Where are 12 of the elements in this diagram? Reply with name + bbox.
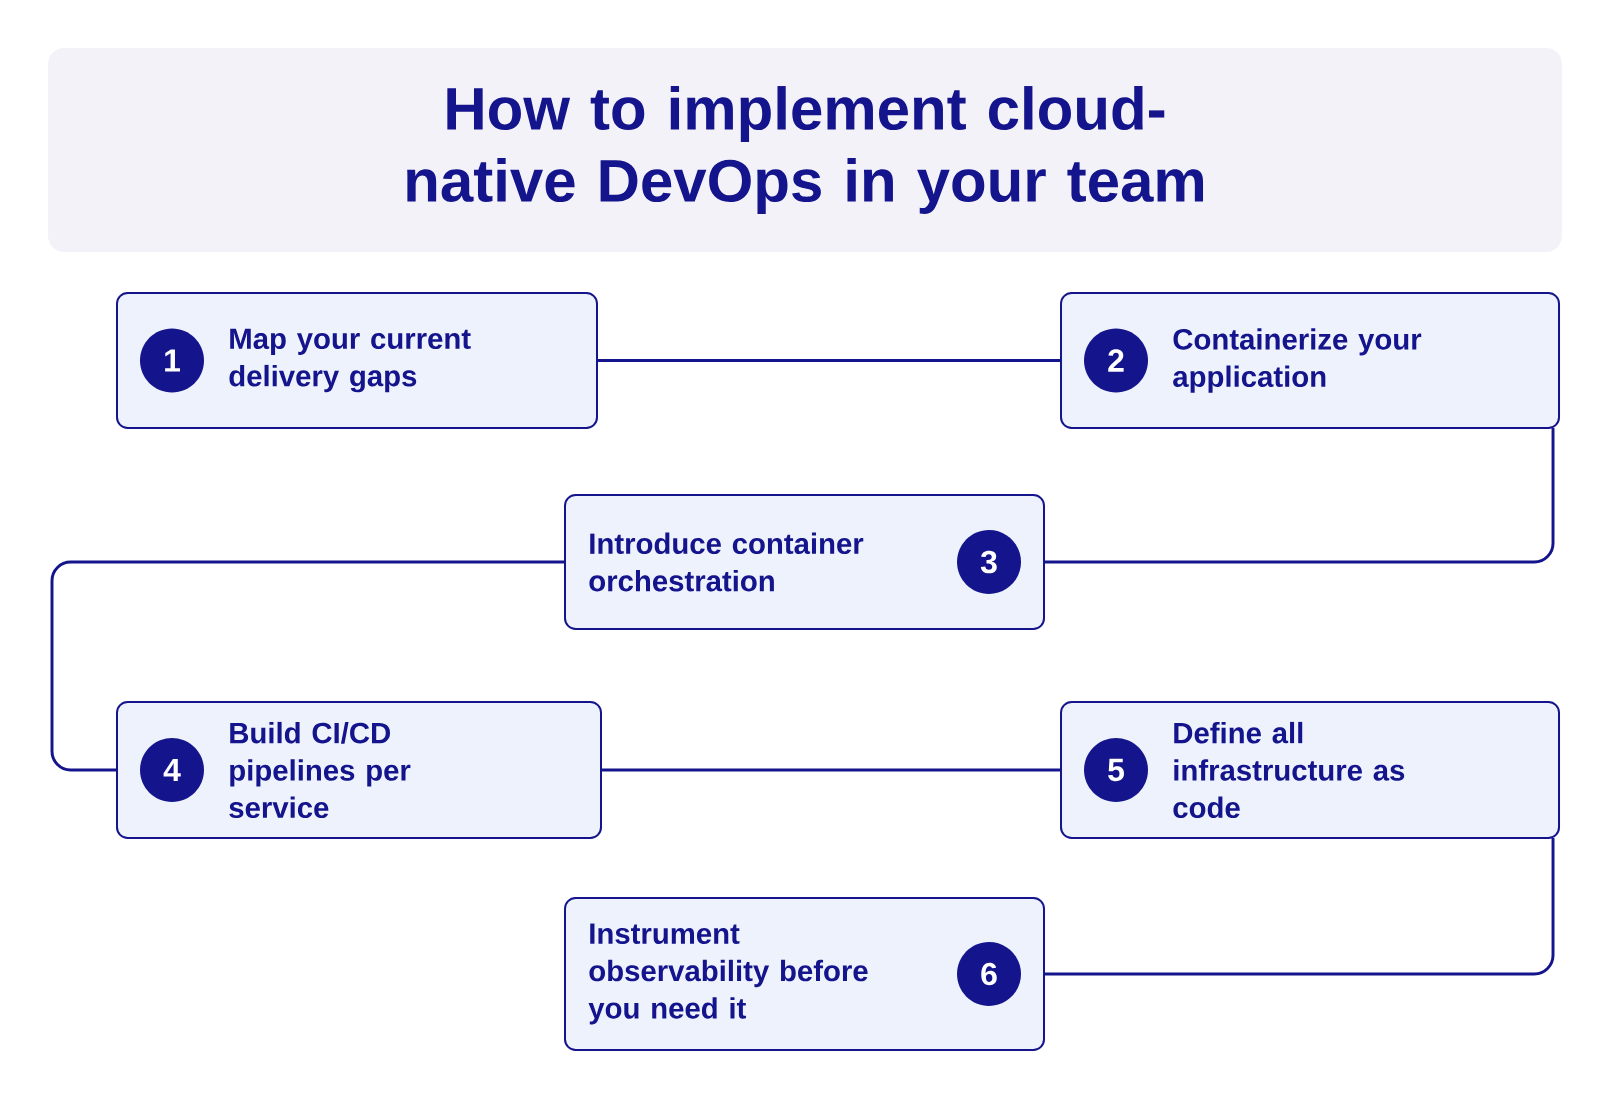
connector-line	[50, 560, 564, 772]
step-text: Containerize your application	[1173, 328, 1422, 393]
connector-line	[598, 359, 1060, 362]
step-text: Build CI/CD pipelines per service	[229, 721, 411, 819]
step-text: Map your current delivery gaps	[229, 328, 471, 393]
step-text: Introduce container orchestration	[589, 532, 864, 592]
step-text: Define all infrastructure as code	[1173, 721, 1405, 819]
connector-line	[1045, 428, 1555, 564]
connector-line	[1045, 838, 1555, 976]
title-band: How to implement cloud-native DevOps in your team	[48, 48, 1562, 252]
step-text: Instrument observability before you need it	[588, 923, 868, 1025]
connector-line	[602, 768, 1060, 772]
